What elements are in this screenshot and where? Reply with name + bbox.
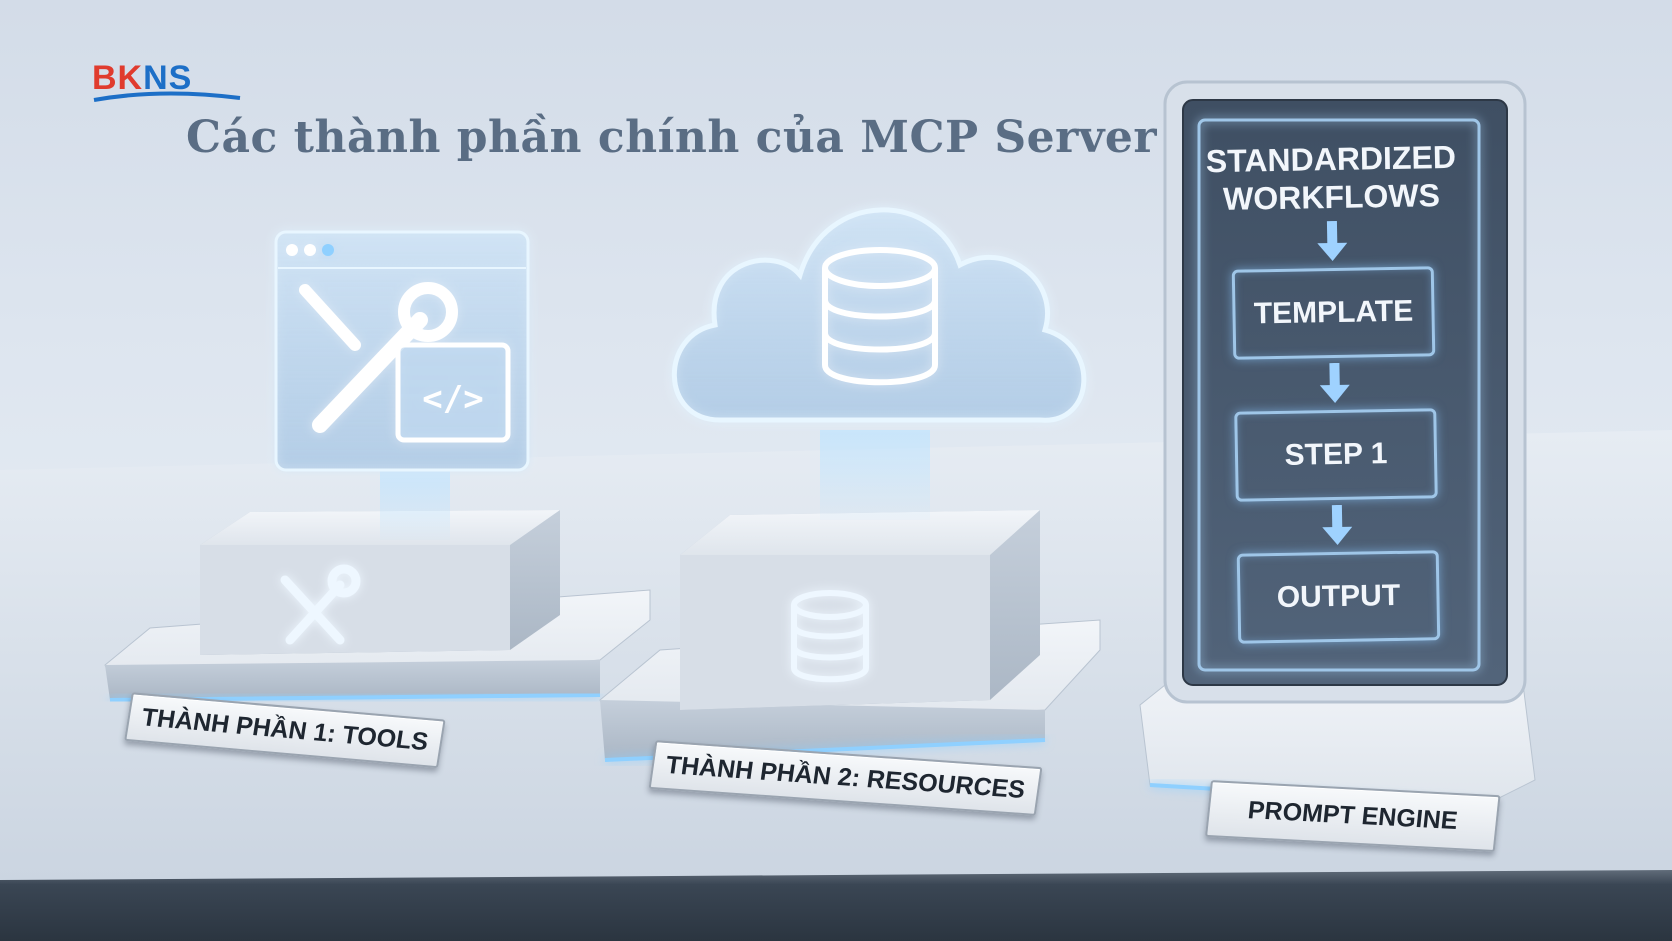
workflow-step-template: TEMPLATE — [1231, 266, 1436, 360]
logo-swoosh-icon — [93, 91, 241, 102]
workflow-step-output: OUTPUT — [1236, 550, 1441, 644]
tools-platform — [104, 470, 651, 702]
database-block-icon — [791, 590, 869, 683]
tools-hologram: </> — [274, 230, 530, 472]
workflow-heading: STANDARDIZED WORKFLOWS — [1205, 138, 1457, 217]
database-cloud-hologram — [671, 207, 1087, 423]
workflow-step-1: STEP 1 — [1234, 408, 1438, 502]
arrow-down-icon — [1317, 500, 1358, 553]
logo-text-right: NS — [143, 59, 193, 97]
brand-logo: BKNS — [92, 58, 192, 98]
svg-text:</>: </> — [422, 379, 483, 419]
page-title: Các thành phần chính của MCP Server — [186, 112, 1158, 163]
tools-block-icon — [280, 564, 361, 645]
arrow-down-icon — [1314, 358, 1355, 411]
logo-text-left: BK — [92, 59, 144, 97]
arrow-down-icon — [1312, 216, 1353, 269]
prompt-engine-platform — [1139, 80, 1536, 807]
workflow-display: STANDARDIZED WORKFLOWS TEMPLATE STEP 1 O… — [1195, 126, 1474, 671]
